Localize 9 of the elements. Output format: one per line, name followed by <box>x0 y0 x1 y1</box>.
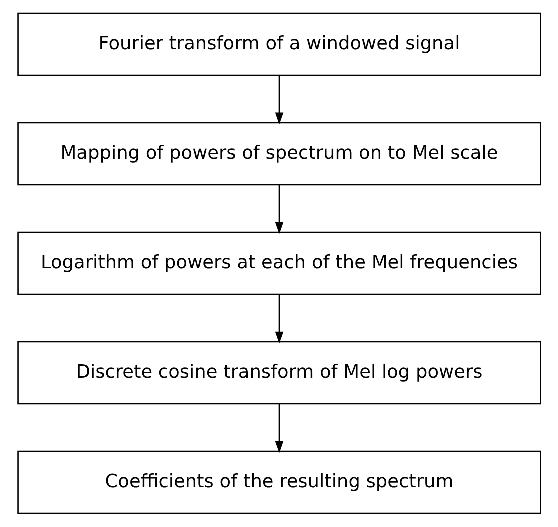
arrow <box>274 76 284 125</box>
node-box: Discrete cosine transform of Mel log powers <box>17 341 541 405</box>
node-box: Mapping of powers of spectrum on to Mel scale <box>17 122 541 186</box>
arrow <box>274 404 284 454</box>
arrow <box>274 185 284 234</box>
node-box: Fourier transform of a windowed signal <box>17 12 541 76</box>
node-box: Logarithm of powers at each of the Mel frequencies <box>17 232 541 296</box>
node-box: Coefficients of the resulting spectrum <box>17 450 541 514</box>
arrow <box>274 294 284 344</box>
